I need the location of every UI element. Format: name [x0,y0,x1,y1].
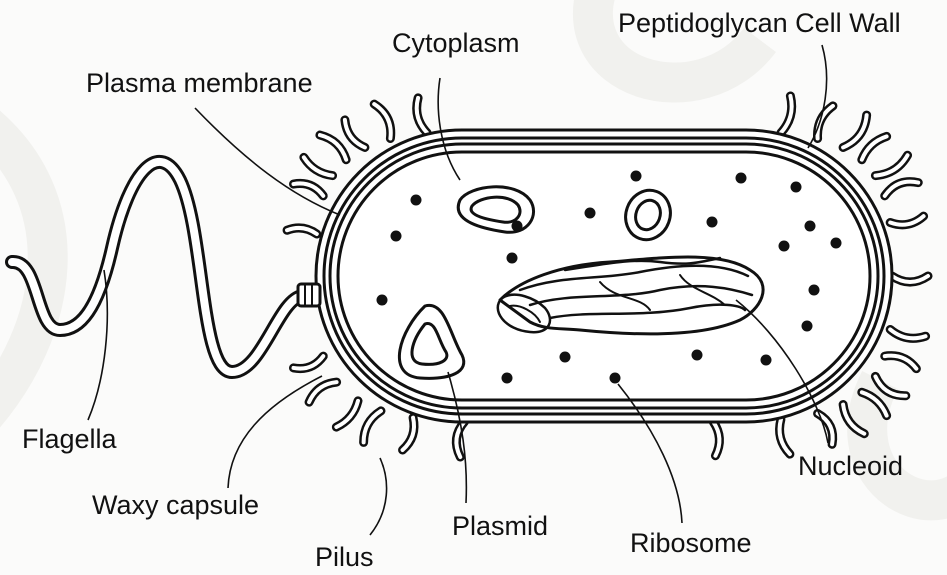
label-flagella: Flagella [22,426,117,453]
ribosome-dot-15 [692,350,703,361]
ribosome-dot-17 [502,373,513,384]
label-plasmid: Plasmid [452,513,548,540]
label-plasma-membrane: Plasma membrane [86,70,313,97]
ribosome-dot-0 [411,195,422,206]
ribosome-dot-6 [707,217,718,228]
ribosome-dot-9 [805,221,816,232]
label-cytoplasm: Cytoplasm [392,30,520,57]
ribosome-dot-18 [610,373,621,384]
ribosome-dot-13 [809,285,820,296]
flagellum-base [298,284,320,306]
label-waxy-capsule: Waxy capsule [92,492,259,519]
label-pilus: Pilus [315,544,374,571]
ribosome-dot-12 [507,253,518,264]
ribosome-dot-4 [585,208,596,219]
label-nucleoid: Nucleoid [798,453,903,480]
ribosome-dot-11 [779,241,790,252]
leader-waxy-capsule [228,376,322,488]
ribosome-dot-19 [761,355,772,366]
label-cell-wall: Peptidoglycan Cell Wall [618,10,901,37]
ribosome-dot-16 [560,352,571,363]
ribosome-dot-10 [831,238,842,249]
leader-pilus [370,458,387,535]
ribosome-dot-2 [377,295,388,306]
ribosome-dot-5 [631,171,642,182]
ribosome-dot-7 [736,173,747,184]
ribosome-dot-14 [802,321,813,332]
leader-plasma-membrane [195,108,340,215]
ribosome-dot-1 [391,231,402,242]
ribosome-dot-8 [791,182,802,193]
label-ribosome: Ribosome [630,530,752,557]
ribosome-dot-3 [512,221,523,232]
